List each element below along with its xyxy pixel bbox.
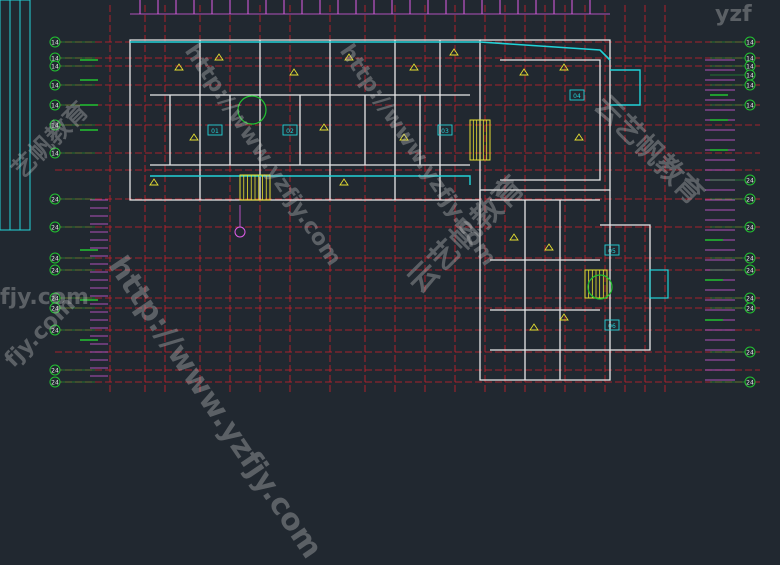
axis-bubble-label: 24 [746, 350, 754, 357]
left-title-block [0, 0, 31, 231]
axis-bubble-label: 14 [51, 40, 59, 47]
axis-bubble-label: 14 [51, 103, 59, 110]
fixture-symbol [519, 68, 529, 76]
balcony-rail-right [610, 69, 641, 106]
axis-bubble-label: 24 [746, 197, 754, 204]
stair-curve-lower [587, 274, 613, 300]
fixture-symbol [449, 48, 459, 56]
axis-bubble-label: 24 [746, 268, 754, 275]
fixture-symbol [344, 53, 354, 61]
fixture-symbol [559, 313, 569, 321]
axis-bubble-label: 14 [746, 40, 754, 47]
fixture-symbol [214, 53, 224, 61]
axis-bubble-label: 24 [51, 225, 59, 232]
axis-bubble-label: 14 [746, 73, 754, 80]
room-tag-box [604, 244, 620, 256]
axis-bubble-label: 14 [746, 56, 754, 63]
fixture-symbol [509, 233, 519, 241]
fixture-symbol [174, 63, 184, 71]
axis-bubble-label: 24 [51, 380, 59, 387]
entrance-steps [649, 269, 669, 299]
wall-outline [479, 190, 611, 381]
axis-bubble-label: 14 [746, 83, 754, 90]
axis-bubble-label: 24 [51, 328, 59, 335]
room-tag-box [207, 124, 223, 136]
building-details [80, 41, 735, 381]
balcony-rail-bottom [150, 175, 471, 185]
room-tag-box [437, 124, 453, 136]
axis-bubble-label: 14 [746, 64, 754, 71]
axis-bubble-label: 24 [746, 380, 754, 387]
axis-bubble-label: 14 [51, 56, 59, 63]
fixture-symbol [319, 123, 329, 131]
building-walls [129, 39, 651, 381]
room-tags: 01 02 03 04 05 06 [207, 89, 620, 331]
wall-outline [480, 39, 611, 191]
axis-bubble-label: 24 [51, 256, 59, 263]
room-tag-box [604, 319, 620, 331]
axis-bubble-label: 24 [51, 306, 59, 313]
wall-outline [500, 59, 601, 181]
axis-bubble-label: 14 [51, 123, 59, 130]
stair-curve-upper [237, 95, 267, 125]
axis-bubble-label: 24 [51, 368, 59, 375]
axis-bubble-label: 14 [746, 103, 754, 110]
fixture-symbol [339, 178, 349, 186]
fixture-symbol [544, 243, 554, 251]
fixture-symbol [574, 133, 584, 141]
fixture-symbol [399, 133, 409, 141]
axis-bubble-label: 14 [51, 151, 59, 158]
fixture-symbol [289, 68, 299, 76]
room-tag-label: 02 [286, 128, 294, 135]
wall-outline [199, 40, 441, 200]
axis-bubble-label: 24 [746, 178, 754, 185]
fixture-symbol [529, 323, 539, 331]
room-tag-label: 04 [573, 93, 581, 100]
fixture-symbol [559, 63, 569, 71]
room-tag-box [282, 124, 298, 136]
room-tag-label: 01 [211, 128, 219, 135]
room-tag-label: 03 [441, 128, 449, 135]
axis-bubble-label: 14 [51, 83, 59, 90]
axis-bubble-label: 24 [51, 197, 59, 204]
room-tag-label: 06 [608, 323, 616, 330]
balcony-rail-top [130, 41, 611, 61]
room-tag-label: 05 [608, 248, 616, 255]
axis-bubble-label: 24 [746, 306, 754, 313]
axis-bubble-label: 24 [746, 256, 754, 263]
axis-bubble-label: 24 [746, 225, 754, 232]
fixture-symbol [189, 133, 199, 141]
room-tag-box [569, 89, 585, 101]
wall-outline [524, 200, 561, 380]
axis-bubble-label: 24 [746, 296, 754, 303]
axis-bubble-label: 14 [51, 64, 59, 71]
wall-outline [169, 95, 421, 165]
fixture-symbol [409, 63, 419, 71]
wall-outline [490, 199, 600, 351]
axis-bubble-label: 24 [51, 268, 59, 275]
axis-bubble-label: 24 [51, 296, 59, 303]
fixture-symbol [149, 178, 159, 186]
drawing-background [0, 0, 780, 402]
